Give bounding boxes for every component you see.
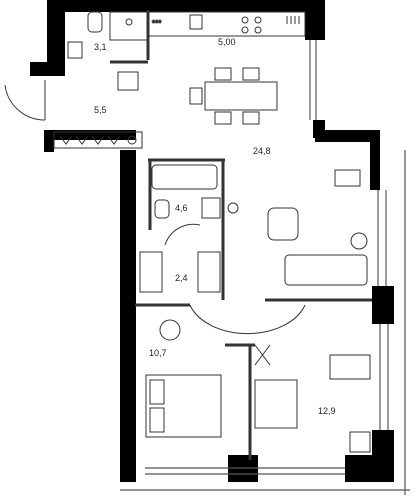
kitchen-counter: *** [147, 11, 306, 37]
wardrobe-body [53, 131, 143, 149]
closet-1 [139, 251, 163, 293]
wall-bottom-right-corner [372, 430, 394, 482]
bed-right [254, 379, 298, 429]
chair-2 [242, 67, 260, 81]
pillow-left-1 [149, 379, 165, 405]
living-furniture [267, 169, 368, 286]
area-label-bathroom: 3,1 [94, 42, 107, 52]
pillow-left-2 [149, 407, 165, 433]
wardrobe [53, 131, 143, 149]
wall-step-right [370, 130, 380, 190]
dining-table [189, 67, 278, 125]
chair-3 [214, 111, 232, 125]
bathroom-fixtures [67, 11, 149, 91]
radiator-icon [286, 16, 300, 24]
wall-entry-stub [30, 62, 50, 76]
shower-tray [109, 11, 149, 41]
round-table [159, 319, 181, 341]
boiler-icon [127, 135, 137, 145]
nightstand [349, 431, 371, 453]
table [204, 81, 278, 111]
entry-door [4, 80, 46, 121]
tv-stand [334, 169, 361, 187]
wall-step [315, 130, 377, 142]
sink-bath [67, 41, 83, 59]
wall-bottom-right-block [345, 455, 375, 482]
area-label-bedroom-left: 10,7 [149, 348, 167, 358]
bed-left [145, 374, 222, 438]
stove-burner-1-icon [241, 16, 249, 24]
toilet-fixtures [151, 164, 239, 246]
wall-right-upper [305, 0, 325, 40]
area-label-kitchen: 5,00 [218, 37, 236, 47]
door-wc-swing [164, 223, 201, 246]
stove-burner-2-icon [254, 16, 262, 24]
bathtub [151, 164, 218, 190]
chair-1 [214, 67, 232, 81]
corridor-closets [139, 251, 221, 293]
sofa [284, 254, 368, 286]
chair-4 [242, 111, 260, 125]
sink-wc [201, 197, 221, 219]
desk [329, 354, 371, 380]
area-label-hallway: 5,5 [94, 105, 107, 115]
wall-top [47, 0, 325, 12]
wall-bathroom-left [47, 0, 65, 76]
sink-kitchen-icon [189, 14, 203, 30]
stove-burner-3-icon [241, 26, 249, 34]
bedroom-furniture [145, 344, 371, 453]
armchair [267, 207, 299, 241]
area-label-bedroom-right: 12,9 [318, 406, 336, 416]
closet-diag-2 [254, 344, 271, 366]
side-table [350, 232, 368, 250]
hallway-door-swing [189, 304, 306, 335]
shower-head-icon [125, 18, 133, 26]
wall-right-mid [372, 286, 394, 324]
wall-left [120, 150, 136, 482]
toilet-wc [154, 199, 170, 219]
windows [120, 40, 410, 495]
stove-burner-4-icon [254, 26, 262, 34]
dishwasher-icon: *** [152, 19, 161, 28]
wardrobe-hangers [59, 135, 121, 145]
interior-walls [110, 10, 372, 460]
area-label-living-room: 24,8 [253, 146, 271, 156]
drain-icon [227, 202, 239, 214]
area-label-toilet: 4,6 [175, 203, 188, 213]
exterior-walls [30, 0, 394, 482]
area-label-corridor: 2,4 [175, 273, 188, 283]
door-swing [4, 84, 46, 121]
counter [147, 11, 306, 37]
closet-2 [197, 251, 221, 293]
toilet-bath [87, 11, 103, 33]
wall-left-stub [44, 130, 136, 140]
washer [117, 71, 139, 91]
wall-left-stub-2 [44, 130, 54, 152]
chair-5 [189, 87, 203, 105]
